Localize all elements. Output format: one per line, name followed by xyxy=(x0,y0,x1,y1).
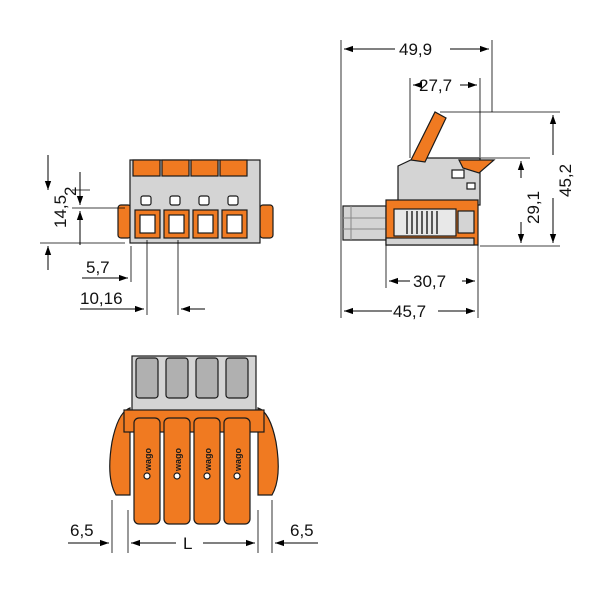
dim-side-width-upper: 27,7 xyxy=(419,76,452,95)
dim-side-width-top: 49,9 xyxy=(399,40,432,59)
dim-front-height-small: 2 xyxy=(61,187,80,196)
dim-front-height-total: 14,5 xyxy=(51,195,70,228)
side-lever xyxy=(410,111,447,163)
brand-mark-1: wago xyxy=(143,447,153,472)
right-latch xyxy=(259,204,274,239)
brand-mark-4: wago xyxy=(233,447,243,472)
dim-side-width-bottom: 45,7 xyxy=(393,302,426,321)
release-holes xyxy=(140,195,239,206)
dim-front-pitch: 10,16 xyxy=(80,289,123,308)
bottom-levers xyxy=(133,417,251,525)
front-view xyxy=(117,159,274,244)
bottom-dimensions: 6,5 L 6,5 xyxy=(68,500,318,553)
left-latch xyxy=(117,204,132,239)
brand-mark-2: wago xyxy=(173,447,183,472)
brand-mark-3: wago xyxy=(203,447,213,472)
dim-bottom-left-margin: 6,5 xyxy=(70,521,94,540)
front-dimensions: 14,5 2 5,7 10,16 xyxy=(40,155,205,315)
front-levers xyxy=(132,159,248,177)
plug-nose xyxy=(342,205,387,241)
brand-marks: wago wago wago wago xyxy=(143,447,243,472)
dim-side-height-mid: 29,1 xyxy=(524,191,543,224)
dim-side-width-lower: 30,7 xyxy=(413,272,446,291)
dim-bottom-length: L xyxy=(183,534,192,553)
side-view xyxy=(342,111,496,246)
dim-side-height-total: 45,2 xyxy=(556,164,575,197)
bottom-view: wago wago wago wago xyxy=(109,355,279,525)
wire-entries xyxy=(134,209,248,239)
dim-bottom-right-margin: 6,5 xyxy=(290,521,314,540)
side-dimensions: 49,9 27,7 30,7 45,7 45,2 29,1 xyxy=(340,40,575,321)
dim-front-offset: 5,7 xyxy=(86,258,110,277)
